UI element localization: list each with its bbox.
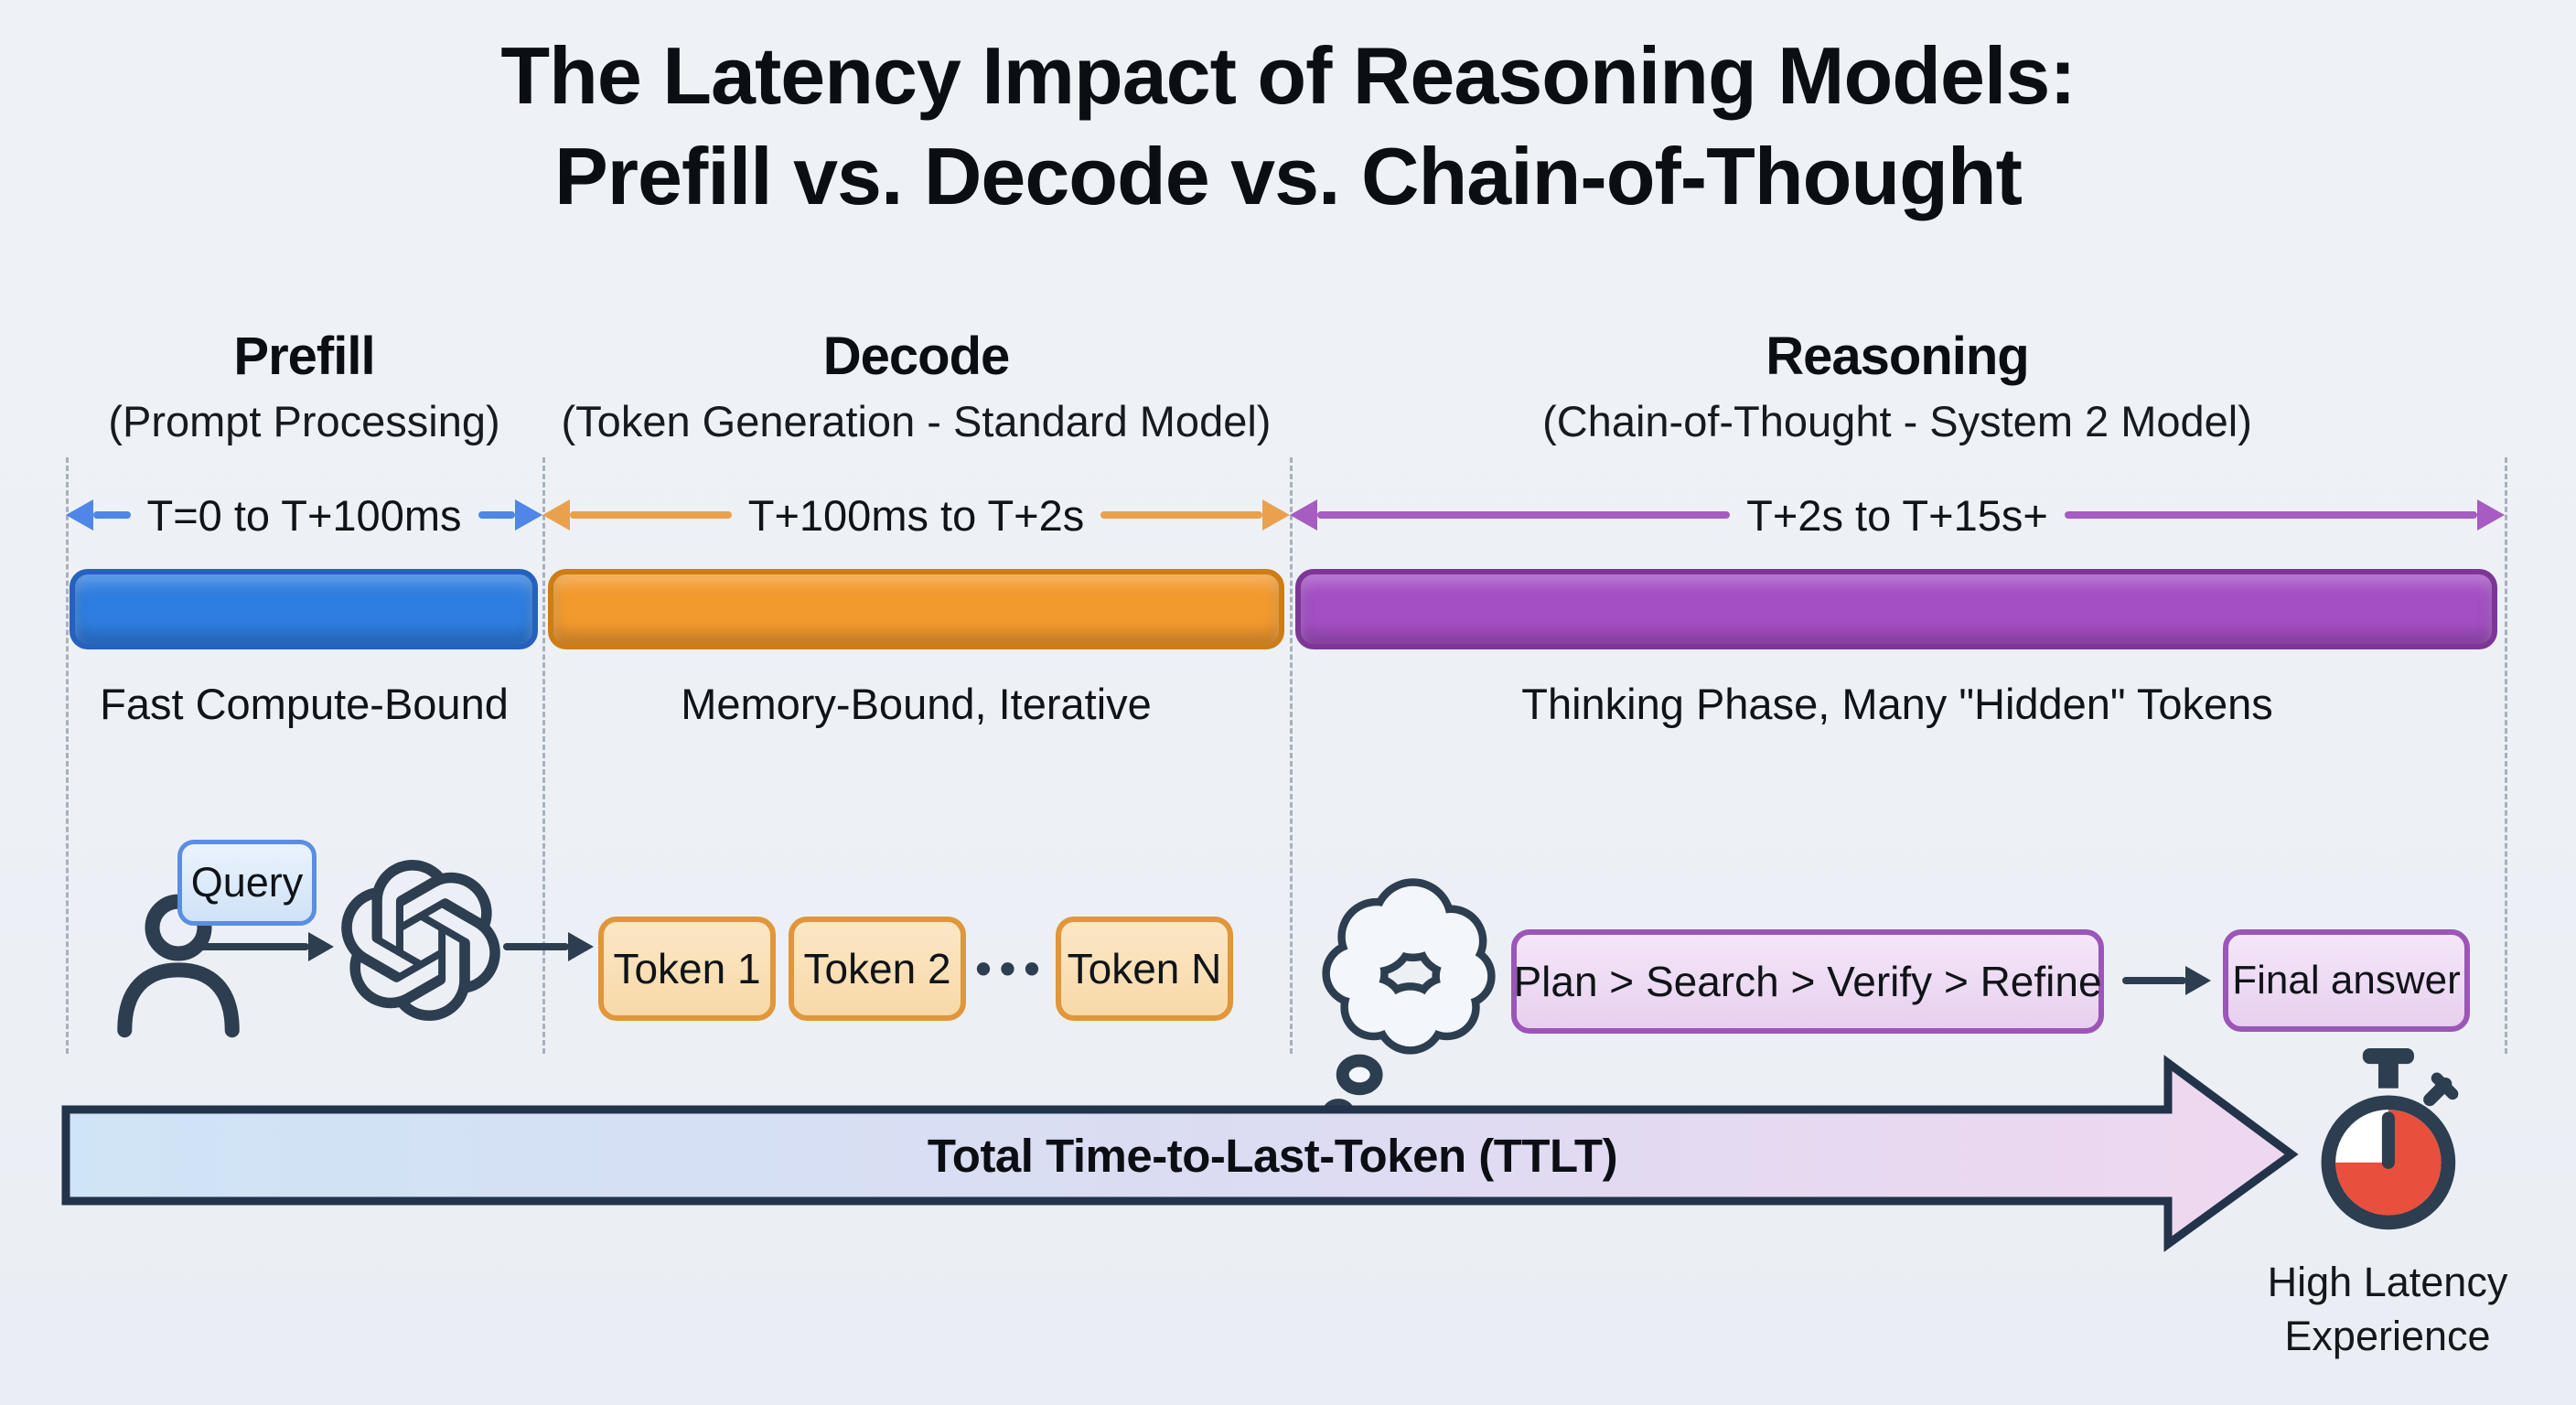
ellipsis-dots: •••	[975, 943, 1048, 994]
reasoning-bar	[1295, 569, 2497, 649]
column-divider	[66, 457, 69, 1054]
arrow-chain-to-answer-icon	[2122, 977, 2186, 984]
reasoning-bar-label: Thinking Phase, Many "Hidden" Tokens	[1521, 680, 2273, 728]
outcome-line-2: Experience	[2284, 1313, 2491, 1360]
phase-subtitle: (Prompt Processing)	[108, 397, 500, 445]
token-chip-n: Token N	[1056, 917, 1233, 1021]
timeline-prefill: T=0 to T+100ms	[66, 487, 542, 543]
arrow-user-to-model-icon	[190, 943, 309, 950]
final-answer-badge: Final answer	[2223, 929, 2470, 1032]
timeline-decode: T+100ms to T+2s	[542, 487, 1290, 543]
phase-header-prefill: Prefill (Prompt Processing)	[66, 326, 542, 446]
timeline-line	[1317, 511, 1731, 519]
timeline-line	[570, 511, 732, 519]
prefill-bar	[70, 569, 538, 649]
phase-header-reasoning: Reasoning (Chain-of-Thought - System 2 M…	[1290, 326, 2505, 446]
time-range-label: T=0 to T+100ms	[146, 490, 462, 540]
token-chip-2: Token 2	[789, 917, 966, 1021]
arrow-model-to-tokens-icon	[503, 943, 569, 950]
phase-header-decode: Decode (Token Generation - Standard Mode…	[542, 326, 1290, 446]
token-chip-1: Token 1	[598, 917, 776, 1021]
arrowhead-right-icon	[1262, 499, 1290, 531]
outcome-line-1: High Latency	[2267, 1259, 2508, 1305]
page-title: The Latency Impact of Reasoning Models: …	[0, 26, 2576, 227]
title-line-2: Prefill vs. Decode vs. Chain-of-Thought	[554, 131, 2023, 221]
phase-subtitle: (Token Generation - Standard Model)	[561, 397, 1272, 445]
thought-cloud-icon	[1317, 863, 1500, 1145]
openai-logo-icon	[340, 860, 501, 1022]
arrowhead-right-icon	[2477, 499, 2505, 531]
arrowhead-left-icon	[542, 499, 570, 531]
phase-subtitle: (Chain-of-Thought - System 2 Model)	[1542, 397, 2252, 445]
prefill-bar-label: Fast Compute-Bound	[100, 680, 509, 728]
reasoning-chain-badge: Plan > Search > Verify > Refine	[1511, 929, 2104, 1034]
phase-name: Decode	[822, 327, 1011, 386]
arrowhead-right-icon	[515, 499, 542, 531]
timeline-reasoning: T+2s to T+15s+	[1290, 487, 2505, 543]
column-divider	[542, 457, 545, 1054]
query-badge: Query	[177, 840, 317, 926]
timeline-line	[478, 511, 515, 519]
time-range-label: T+100ms to T+2s	[747, 490, 1085, 540]
decode-bar-label: Memory-Bound, Iterative	[681, 680, 1152, 728]
title-line-1: The Latency Impact of Reasoning Models:	[500, 30, 2076, 121]
stopwatch-icon	[2305, 1048, 2477, 1237]
timeline-line	[1100, 511, 1262, 519]
decode-bar	[548, 569, 1284, 649]
arrowhead-left-icon	[1290, 499, 1317, 531]
phase-name: Prefill	[233, 327, 375, 386]
arrowhead-left-icon	[66, 499, 93, 531]
outcome-caption: High Latency Experience	[2232, 1255, 2543, 1364]
phase-name: Reasoning	[1766, 327, 2030, 386]
ttlt-label: Total Time-to-Last-Token (TTLT)	[927, 1129, 1618, 1182]
column-divider	[2505, 457, 2507, 1054]
ttlt-arrow	[61, 1055, 2299, 1252]
column-divider	[1290, 457, 1293, 1054]
timeline-line	[2064, 511, 2477, 519]
time-range-label: T+2s to T+15s+	[1746, 490, 2048, 540]
timeline-line	[93, 511, 131, 519]
